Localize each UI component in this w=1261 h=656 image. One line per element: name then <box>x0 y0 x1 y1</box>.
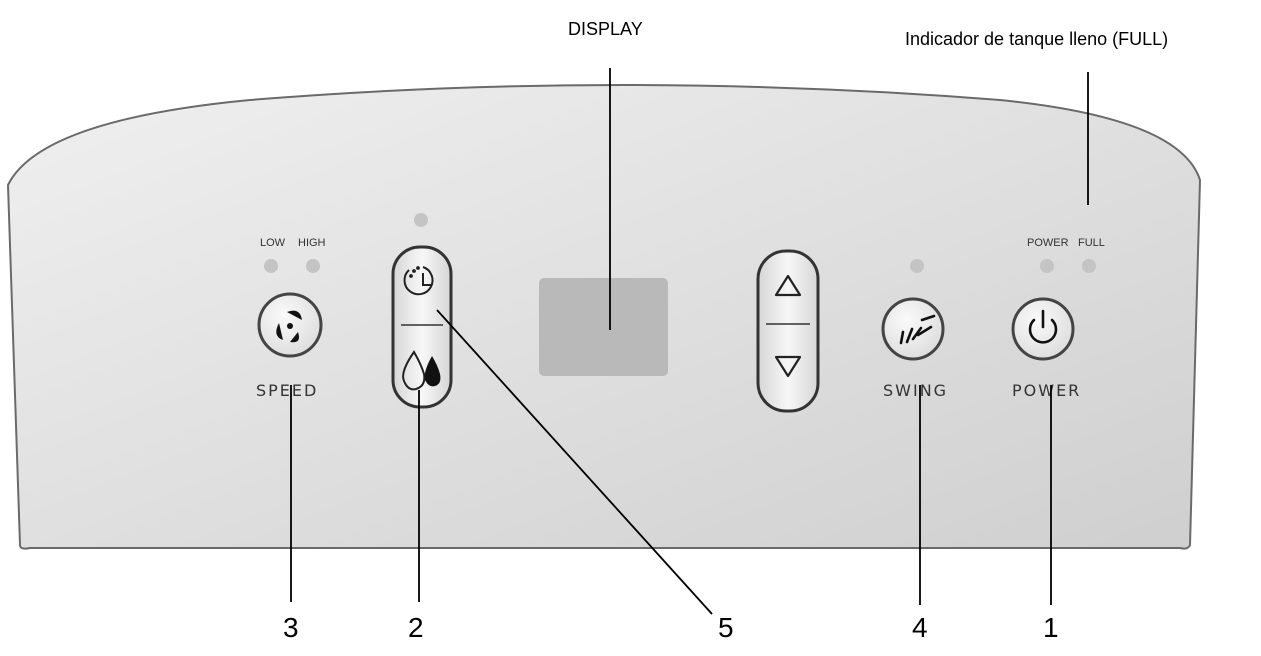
mode-button[interactable] <box>396 327 448 404</box>
down-button[interactable] <box>761 326 815 408</box>
up-button[interactable] <box>761 254 815 322</box>
swing-button[interactable] <box>881 297 945 361</box>
display-screen <box>539 278 668 376</box>
callout-number-4: 4 <box>912 612 928 643</box>
speed-high-led <box>306 259 320 273</box>
speed-low-label: LOW <box>260 237 286 249</box>
power-button-label: POWER <box>1012 381 1081 400</box>
leader-lines <box>290 68 1089 615</box>
power-led-label: POWER <box>1027 237 1069 249</box>
fan-icon <box>276 310 302 343</box>
up-down-pill <box>756 249 820 413</box>
full-led <box>1082 259 1096 273</box>
timer-button[interactable] <box>396 250 448 324</box>
swing-icon <box>899 314 936 345</box>
callout-number-2: 2 <box>408 612 424 643</box>
speed-low-led <box>264 259 278 273</box>
leader-5 <box>436 309 713 615</box>
full-led-label: FULL <box>1078 237 1105 249</box>
callout-number-1: 1 <box>1043 612 1059 643</box>
speed-high-label: HIGH <box>298 237 326 249</box>
callout-number-5: 5 <box>718 612 734 643</box>
water-drops-icon <box>402 350 441 391</box>
power-button[interactable] <box>1011 297 1075 361</box>
swing-button-label: SWING <box>883 381 948 400</box>
triangle-up-icon <box>774 274 802 297</box>
triangle-down-icon <box>774 355 802 378</box>
timer-led <box>414 213 428 227</box>
speed-button[interactable] <box>257 292 323 358</box>
display-annotation: DISPLAY <box>568 19 643 39</box>
power-icon <box>1028 309 1058 344</box>
callout-number-3: 3 <box>283 612 299 643</box>
speed-button-label: SPEED <box>256 381 318 400</box>
timer-icon <box>403 266 434 296</box>
power-led <box>1040 259 1054 273</box>
swing-led <box>910 259 924 273</box>
full-indicator-annotation: Indicador de tanque lleno (FULL) <box>905 29 1169 49</box>
